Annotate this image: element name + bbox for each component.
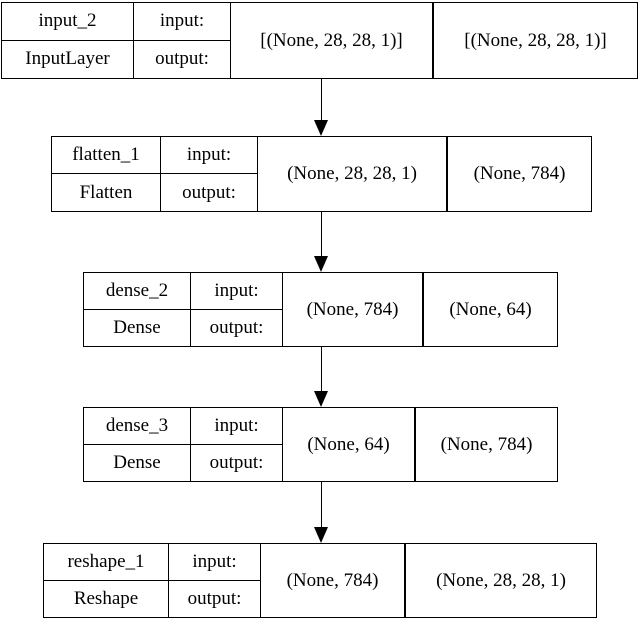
layer-name: dense_2	[84, 273, 191, 310]
layer-node-input_2: input_2 InputLayer input: output: [(None…	[1, 2, 638, 79]
input-shape: (None, 28, 28, 1)	[258, 137, 448, 211]
input-label: input:	[161, 137, 258, 174]
layer-node-dense_3: dense_3 Dense input: output: (None, 64) …	[83, 407, 558, 482]
layer-type: Dense	[84, 309, 191, 346]
output-label: output:	[134, 40, 231, 78]
arrowhead-down-icon	[314, 527, 328, 543]
layer-name: flatten_1	[52, 137, 161, 174]
output-shape: (None, 784)	[473, 163, 566, 184]
input-label: input:	[169, 544, 261, 581]
edge-line-input_2-to-flatten_1	[320, 79, 322, 121]
output-shape: (None, 28, 28, 1)	[436, 569, 566, 591]
output-shape: (None, 64)	[449, 298, 532, 320]
input-label: input:	[134, 3, 231, 41]
layer-node-reshape_1: reshape_1 Reshape input: output: (None, …	[43, 543, 597, 618]
layer-node-dense_2: dense_2 Dense input: output: (None, 784)…	[83, 272, 558, 347]
edge-line-flatten_1-to-dense_2	[320, 212, 322, 256]
input-label: input:	[191, 408, 283, 445]
arrowhead-down-icon	[314, 391, 328, 407]
output-label: output:	[161, 174, 258, 211]
layer-name: reshape_1	[44, 544, 169, 581]
layer-name: dense_3	[84, 408, 191, 445]
layer-name: input_2	[2, 3, 134, 41]
output-label: output:	[169, 580, 261, 617]
layer-type: Dense	[84, 444, 191, 481]
input-shape: (None, 64)	[283, 408, 416, 481]
edge-line-dense_3-to-reshape_1	[320, 482, 322, 527]
input-label: input:	[191, 273, 283, 310]
arrowhead-down-icon	[314, 256, 328, 272]
output-shape: [(None, 28, 28, 1)]	[464, 29, 607, 51]
output-label: output:	[191, 444, 283, 481]
arrowhead-down-icon	[314, 120, 328, 136]
layer-type: InputLayer	[2, 40, 134, 78]
output-shape: (None, 784)	[440, 433, 533, 455]
edge-line-dense_2-to-dense_3	[320, 347, 322, 391]
output-label: output:	[191, 309, 283, 346]
input-shape: (None, 784)	[283, 273, 424, 346]
layer-type: Flatten	[52, 174, 161, 211]
layer-node-flatten_1: flatten_1 Flatten input: output: (None, …	[51, 136, 592, 212]
input-shape: [(None, 28, 28, 1)]	[231, 3, 434, 78]
layer-type: Reshape	[44, 580, 169, 617]
input-shape: (None, 784)	[261, 544, 406, 617]
